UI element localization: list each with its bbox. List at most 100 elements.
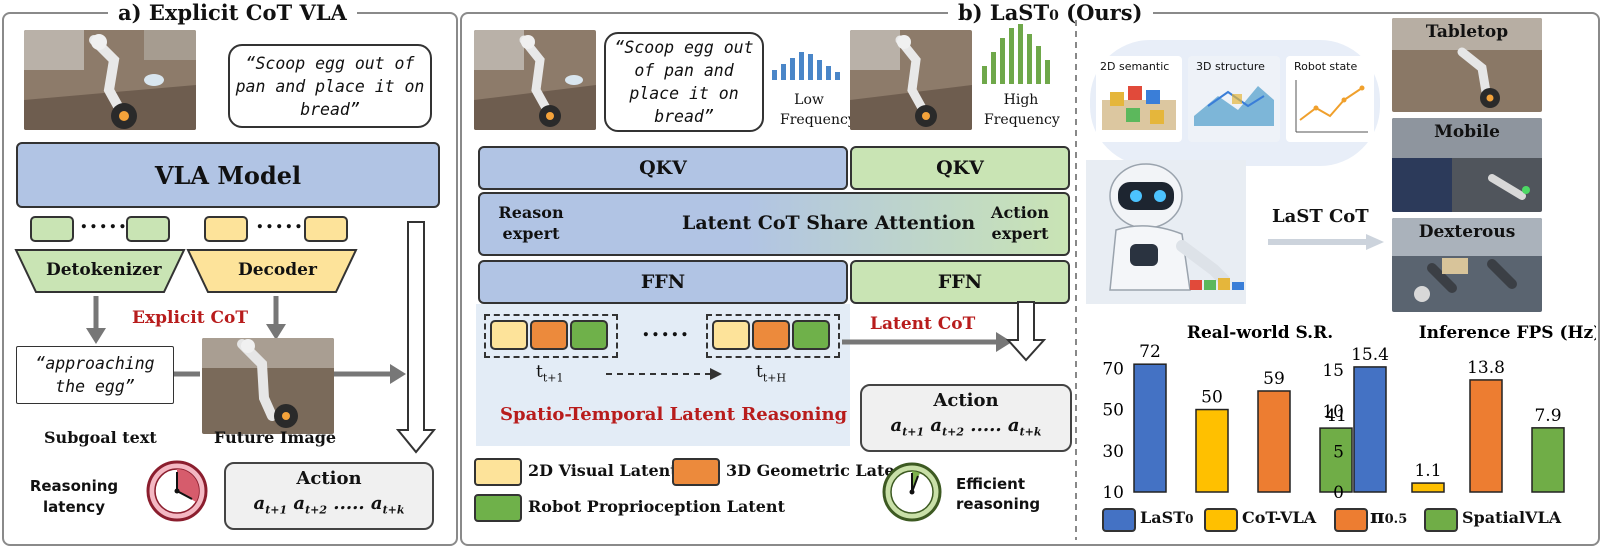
y-tick-label: 50 [1102,401,1124,421]
efficient-reasoning-label: Efficient reasoning [956,475,1041,513]
proprio-latent-token [570,320,608,350]
qkv-action-label: QKV [936,157,984,179]
latent-dots: ..... [642,316,691,342]
legend-swatch-last0 [1102,508,1136,532]
image-token [304,216,348,242]
detokenizer-block [14,249,186,293]
proprio-latent-token [792,320,830,350]
robot-scene-photo-b2 [850,30,972,130]
humanoid-robot-illustration [1086,160,1246,304]
latent-group-start [484,314,618,358]
legend-label-spatialvla: SpatialVLA [1462,508,1562,527]
card-label-robot-state: Robot state [1294,60,1358,73]
bar-CoT-VLA [1195,408,1229,493]
time-start-label: tt+1 [536,362,564,385]
scene-label-mobile: Mobile [1434,122,1500,142]
latent-group-end [706,314,840,358]
action-box-b: Action at+1 at+2 ..... at+k [860,384,1072,452]
bar-SpatialVLA [1319,427,1353,493]
panel-a-title: a) Explicit CoT VLA [108,0,357,25]
y-tick-label: 10 [1322,402,1344,422]
ffn-reason-label: FFN [640,271,686,293]
scene-label-dexterous: Dexterous [1418,222,1516,242]
bar-SpatialVLA [1531,427,1565,493]
tabletop-scene-photo [1392,18,1542,112]
y-tick-label: 30 [1102,442,1124,462]
arrows-panel-b [606,301,1047,380]
legend-label-pi05: π0.5 [1370,504,1408,528]
st-reasoning-label: Spatio-Temporal Latent Reasoning [500,404,848,425]
semantic-card [1096,56,1182,142]
high-frequency-label: High Frequency [984,92,1060,128]
action-box-a: Action at+1 at+2 ..... at+k [224,462,434,530]
y-tick-label: 70 [1102,359,1124,379]
legend-swatch-geometric [672,458,720,486]
decoder-block [186,249,358,293]
low-frequency-icon [772,52,840,80]
share-attention-label: Latent CoT Share Attention [682,212,976,234]
ffn-action-block: FFN [850,260,1070,304]
text-token [126,216,170,242]
vla-model-block: VLA Model [16,142,440,208]
ffn-action-label: FFN [937,271,983,293]
future-image-caption: Future Image [214,428,337,447]
action-title-b: Action [933,390,999,411]
reason-expert-label: Reason expert [498,203,564,243]
latent-cot-label: Latent CoT [870,314,976,334]
legend-label-cotvla: CoT-VLA [1242,508,1317,527]
data-label: 13.8 [1467,358,1505,378]
bar-CoT-VLA [1411,482,1445,493]
ffn-reason-block: FFN [478,260,848,304]
legend-label-last0: LaST0 [1140,508,1194,527]
subgoal-text-box: “approaching the egg” [16,346,174,404]
card-label-semantic: 2D semantic [1100,60,1170,73]
legend-swatch-spatialvla [1424,508,1458,532]
scene-label-tabletop: Tabletop [1425,22,1509,42]
qkv-reason-block: QKV [478,146,848,190]
explicit-cot-label: Explicit CoT [132,308,248,328]
high-frequency-icon [982,24,1050,84]
card-label-structure: 3D structure [1196,60,1265,73]
token-dots: ..... [80,208,129,234]
action-expert-label: Action expert [991,203,1049,243]
bar-π0.5 [1257,390,1291,493]
chart-title: Inference FPS (Hz) [1419,323,1596,343]
structure-card [1188,56,1280,142]
bar-π0.5 [1469,379,1503,493]
future-image-photo [202,338,334,434]
last-cot-label: LaST CoT [1272,206,1369,227]
data-label: 59 [1263,369,1285,389]
arrows-panel-a [86,221,437,454]
data-label: 7.9 [1534,406,1561,426]
image-token [204,216,248,242]
legend-swatch-cotvla [1204,508,1238,532]
panel-divider [1075,20,1077,540]
data-label: 41 [1325,406,1347,426]
action-formula: at+1 at+2 ..... at+k [253,493,405,517]
chart-title: Real-world S.R. [1187,323,1333,343]
text-token [30,216,74,242]
low-frequency-label: Low Frequency [780,92,856,128]
decoder-label: Decoder [238,260,317,280]
legend-swatch-pi05 [1334,508,1368,532]
token-dots: ..... [256,208,305,234]
geometric-latent-token [752,320,790,350]
qkv-action-block: QKV [850,146,1070,190]
data-label: 15.4 [1351,345,1389,365]
last-cot-arrow [1268,234,1384,250]
geometric-latent-token [530,320,568,350]
robot-scene-photo [24,30,196,130]
bar-LaST0 [1133,363,1167,493]
legend-swatch-proprio [474,494,522,522]
y-tick-label: 15 [1322,361,1344,381]
qkv-reason-label: QKV [639,157,687,179]
visual-latent-token [490,320,528,350]
instruction-text-b: “Scoop egg out of pan and place it on br… [604,32,764,132]
action-formula-b: at+1 at+2 ..... at+k [890,415,1042,439]
legend-label-geometric: 3D Geometric Latent [726,461,914,480]
y-tick-label: 0 [1333,483,1344,503]
detokenizer-label: Detokenizer [46,260,162,280]
instruction-text: “Scoop egg out of pan and place it on br… [228,44,432,128]
legend-label-visual: 2D Visual Latent [528,461,678,480]
time-end-label: tt+H [756,362,787,385]
